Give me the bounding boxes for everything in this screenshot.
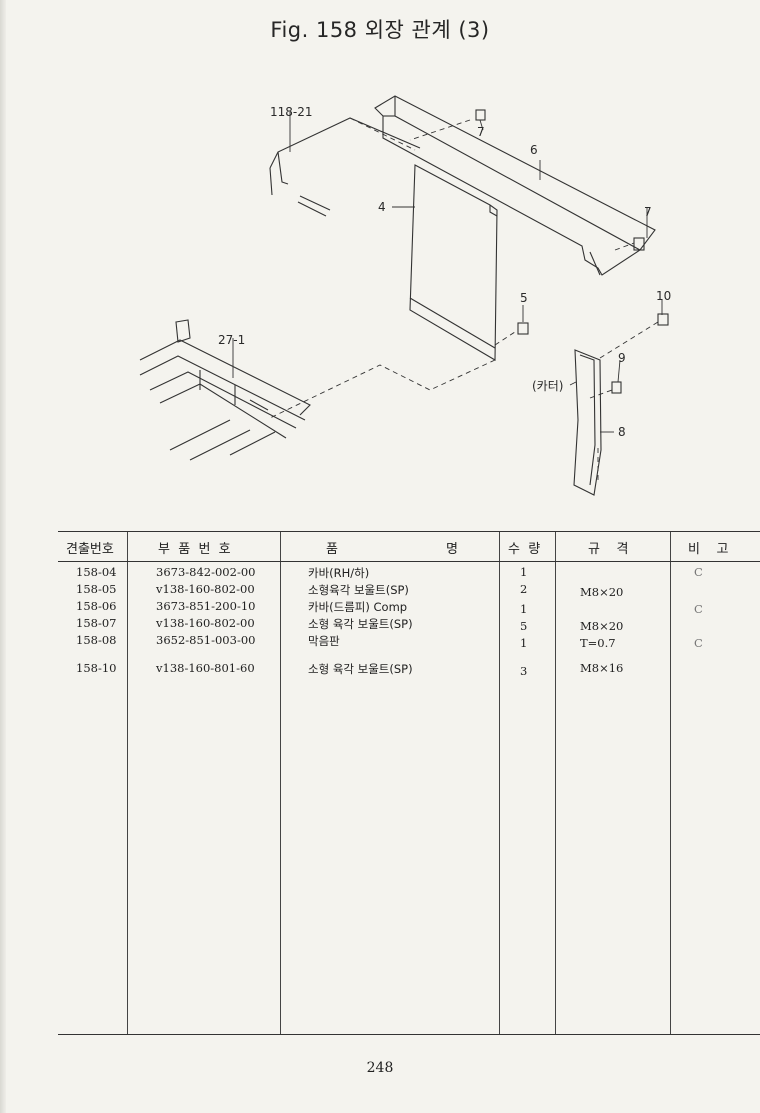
callout-cutter: (카터) — [532, 379, 563, 393]
callout-27-1: 27-1 — [218, 333, 245, 347]
table-row: 158-10 v138-160-801-60 소형 육각 보울트(SP) 3 M… — [76, 661, 624, 678]
callout-9: 9 — [618, 351, 626, 365]
table-row: 158-08 3652-851-003-00 막음판 1 T=0.7 C — [76, 633, 703, 650]
header-name-a: 품 — [326, 542, 338, 557]
callout-6: 6 — [530, 143, 538, 157]
part-6-cover — [374, 95, 656, 276]
table-row: 158-07 v138-160-802-00 소형 육각 보울트(SP) 5 M… — [76, 616, 624, 633]
table-row: 158-04 3673-842-002-00 카바(RH/하) 1 C — [76, 565, 703, 580]
callout-8: 8 — [618, 425, 626, 439]
header-note: 비 고 — [688, 542, 729, 557]
exploded-parts-diagram: 118-21 7 6 4 7 5 10 27-1 9 (카터) 8 — [139, 95, 671, 496]
callout-7-right: 7 — [644, 205, 652, 219]
header-spec: 규 격 — [588, 542, 629, 557]
header-name-b: 명 — [446, 542, 458, 557]
page-number: 248 — [366, 1060, 394, 1076]
header-qty: 수 량 — [508, 542, 541, 557]
callout-10: 10 — [656, 289, 671, 303]
callout-4: 4 — [378, 200, 386, 214]
part-27-1-frame — [139, 339, 311, 416]
part-4-panel — [409, 164, 498, 361]
table-row: 158-05 v138-160-802-00 소형육각 보울트(SP) 2 M8… — [76, 582, 624, 599]
callout-7-top: 7 — [477, 125, 485, 139]
callout-118-21: 118-21 — [270, 105, 313, 119]
scan-edge — [0, 0, 6, 1113]
table-header: 견출번호 부 품 번 호 품 명 수 량 규 격 비 고 — [58, 532, 760, 562]
part-118-21-bracket — [269, 117, 421, 169]
table-row: 158-06 3673-851-200-10 카바(드름피) Comp 1 C — [76, 599, 703, 616]
bolt-icon — [475, 109, 669, 394]
part-8-cutter-plate — [573, 349, 602, 496]
parts-table: 견출번호 부 품 번 호 품 명 수 량 규 격 비 고 158-04 3673… — [58, 531, 760, 1035]
figure-title: Fig. 158 외장 관계 (3) — [270, 18, 490, 42]
callout-5: 5 — [520, 291, 528, 305]
header-index: 견출번호 — [66, 542, 114, 557]
header-part-no: 부 품 번 호 — [158, 542, 231, 557]
